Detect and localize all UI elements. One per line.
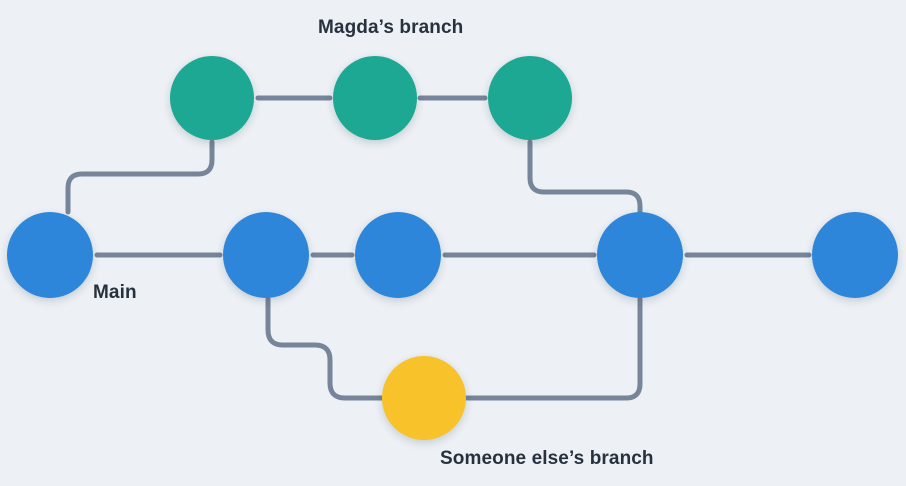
connector-layer (65, 95, 812, 401)
commit-node-magda-1[interactable] (170, 56, 254, 140)
commit-node-someone-1[interactable] (382, 356, 466, 440)
connector-merge-g3-b4 (527, 139, 643, 215)
connector-branch-b1-g1 (65, 139, 215, 215)
branch-label-magda: Magda’s branch (318, 17, 464, 38)
connector-merge-y1-b4 (464, 296, 643, 401)
commit-node-main-2[interactable] (223, 212, 309, 298)
commit-node-magda-2[interactable] (333, 56, 417, 140)
connector-branch-b2-y1 (265, 296, 385, 401)
commit-node-magda-3[interactable] (488, 56, 572, 140)
commit-node-main-1[interactable] (7, 212, 93, 298)
commit-node-layer (7, 56, 898, 440)
branch-label-main: Main (93, 282, 137, 303)
branch-label-someone-else: Someone else’s branch (440, 448, 654, 469)
commit-node-main-5[interactable] (812, 212, 898, 298)
commit-node-main-4-merge[interactable] (597, 212, 683, 298)
commit-node-main-3[interactable] (355, 212, 441, 298)
